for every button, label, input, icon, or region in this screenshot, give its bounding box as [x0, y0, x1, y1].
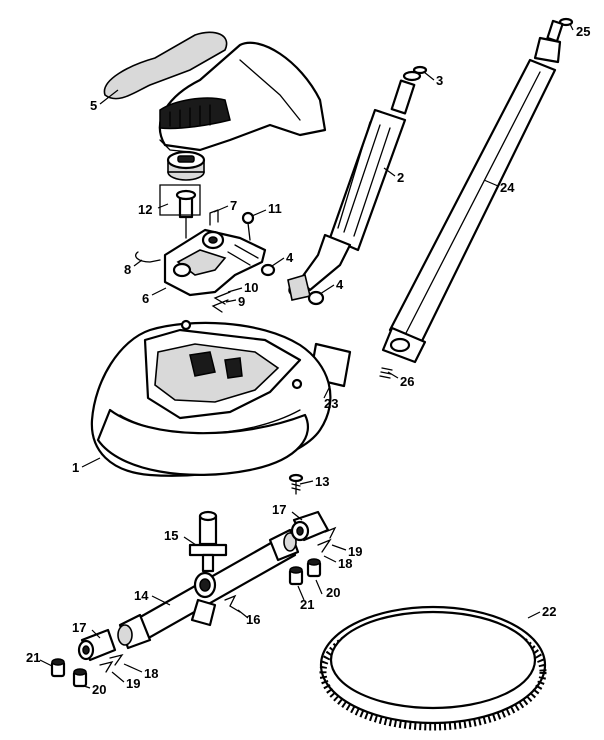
part-8-clip	[135, 251, 161, 263]
part-24-extension	[381, 19, 564, 364]
label-23: 23	[324, 396, 338, 411]
label-17-lower: 17	[72, 620, 86, 635]
label-20-upper: 20	[326, 585, 340, 600]
part-22-brush-ring	[319, 605, 547, 731]
label-19-upper: 19	[348, 544, 362, 559]
part-4-oring-a	[260, 263, 276, 277]
part-13-screw	[288, 473, 304, 495]
label-4-upper: 4	[286, 250, 294, 265]
part-7-clip	[209, 209, 219, 226]
label-5: 5	[90, 98, 97, 113]
label-1: 1	[72, 460, 79, 475]
part-14-spray-arm	[117, 528, 300, 650]
part-6-bracket	[163, 228, 267, 297]
label-13: 13	[315, 474, 329, 489]
part-15-swivel	[188, 510, 228, 573]
part-9-10-clips	[211, 291, 231, 313]
part-20-nozzle-b	[72, 668, 88, 688]
label-25: 25	[576, 24, 590, 39]
label-26: 26	[400, 374, 414, 389]
part-2-lance	[287, 70, 422, 301]
label-2: 2	[397, 170, 404, 185]
label-22: 22	[542, 604, 556, 619]
part-21-nozzle-b	[50, 658, 66, 678]
label-24: 24	[500, 180, 515, 195]
part-17-nozzle-a	[290, 510, 330, 542]
label-14: 14	[134, 588, 149, 603]
label-10: 10	[244, 280, 258, 295]
part-18-19-clips-b	[99, 653, 124, 673]
label-9: 9	[238, 294, 245, 309]
part-1-housing	[90, 319, 332, 477]
label-20-lower: 20	[92, 682, 106, 697]
label-12: 12	[138, 202, 152, 217]
leader-lines	[39, 23, 574, 689]
part-16-clip	[224, 594, 241, 613]
part-12-knob	[159, 150, 206, 239]
part-18-19-clips-a	[317, 526, 337, 553]
label-15: 15	[164, 528, 178, 543]
part-11-screw	[241, 211, 255, 241]
label-21-lower: 21	[26, 650, 40, 665]
label-8: 8	[124, 262, 131, 277]
label-21-upper: 21	[300, 597, 314, 612]
label-11: 11	[268, 201, 282, 216]
label-18-upper: 18	[338, 556, 352, 571]
part-3-oring	[412, 65, 428, 75]
part-5-handle	[103, 31, 327, 153]
part-number-labels: 5 2 3 25 24 12 7 11 8 4 4 6 10 9 26 23 1…	[26, 24, 590, 697]
label-16: 16	[246, 612, 260, 627]
part-17-nozzle-b	[77, 628, 117, 662]
part-20-nozzle-a	[306, 558, 322, 578]
label-4-lower: 4	[336, 277, 344, 292]
label-3: 3	[436, 73, 443, 88]
label-7: 7	[230, 198, 237, 213]
part-4-oring-b	[307, 290, 325, 306]
part-21-nozzle-a	[288, 566, 304, 586]
label-17-upper: 17	[272, 502, 286, 517]
label-19-lower: 19	[126, 676, 140, 691]
label-18-lower: 18	[144, 666, 158, 681]
label-6: 6	[142, 291, 149, 306]
part-26-spring	[379, 367, 393, 379]
